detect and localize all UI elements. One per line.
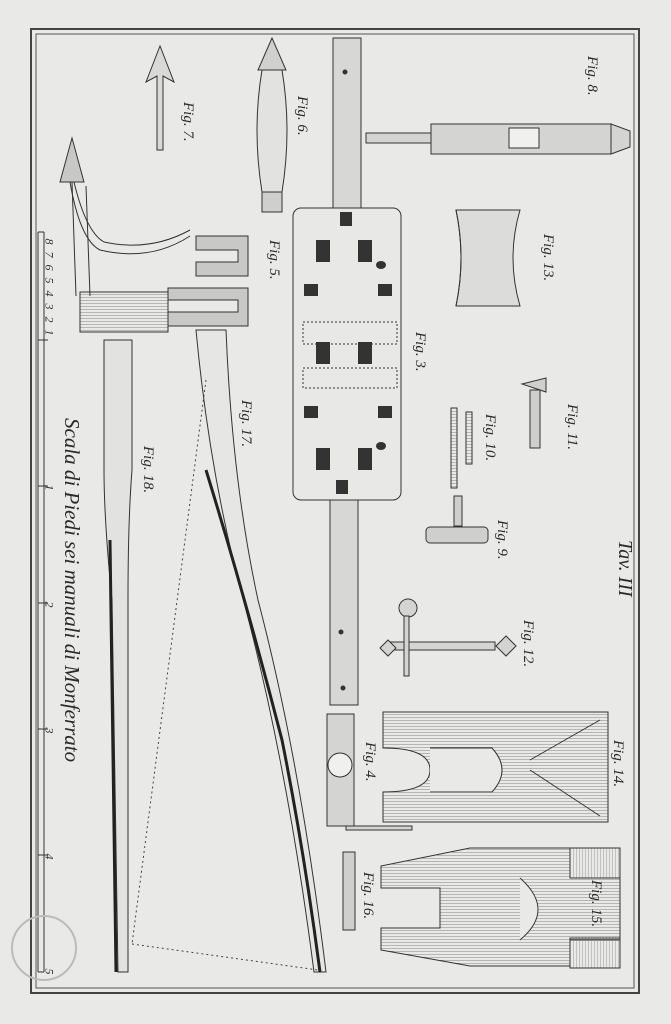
plate-inner-border <box>35 33 635 989</box>
fig3-label: Fig. 3. <box>412 332 428 372</box>
fig10-label: Fig. 10. <box>482 414 498 462</box>
fig12-label: Fig. 12. <box>520 620 536 668</box>
fig17-beam-drawing <box>131 329 327 973</box>
fig11-label: Fig. 11. <box>564 404 580 450</box>
fig7-arrow-drawing <box>145 44 175 151</box>
fig12-drawing <box>379 598 517 677</box>
plate-title: Tav. III <box>614 540 636 597</box>
fig9-drawing <box>425 495 489 544</box>
fig16-drawing <box>342 851 356 931</box>
scale-major-tick-2: 2 <box>42 601 57 608</box>
fig18-beam-drawing <box>103 339 133 973</box>
scale-small-tick-8: 8 <box>42 238 57 245</box>
scale-major-tick-3: 3 <box>42 727 57 734</box>
scale-small-tick-3: 3 <box>42 303 57 310</box>
fig18-label: Fig. 18. <box>140 446 156 494</box>
scale-major-tick-5: 5 <box>42 968 57 975</box>
scale-small-tick-1: 1 <box>42 329 57 336</box>
scale-small-tick-6: 6 <box>42 264 57 271</box>
fig3-shaft-drawing <box>292 37 402 706</box>
fig13-label: Fig. 13. <box>540 234 556 282</box>
fig14-drawing <box>382 711 609 823</box>
fig4-label: Fig. 4. <box>362 742 378 782</box>
fig14-label: Fig. 14. <box>610 740 626 788</box>
scale-small-tick-5: 5 <box>42 277 57 284</box>
bow-arrow-drawing <box>59 136 191 297</box>
fig9-label: Fig. 9. <box>494 520 510 560</box>
fig6-piece-drawing <box>256 36 288 213</box>
fig6-label: Fig. 6. <box>294 96 310 136</box>
fig5-drawing <box>79 235 249 333</box>
scale-caption: Scala di Piedi sei manuali di Monferrato <box>60 418 84 763</box>
fig13-drawing <box>455 209 521 307</box>
fig8-drawing <box>365 123 631 155</box>
scale-bar <box>37 231 48 973</box>
fig15-label: Fig. 15. <box>588 880 604 928</box>
scale-major-tick-4: 4 <box>42 853 57 860</box>
fig11-drawing <box>520 377 547 449</box>
scale-major-tick-1: 1 <box>42 484 57 491</box>
fig16-label: Fig. 16. <box>360 872 376 920</box>
fig17-label: Fig. 17. <box>238 400 254 448</box>
fig4-drawing <box>326 713 413 831</box>
scale-small-tick-2: 2 <box>42 316 57 323</box>
fig8-label: Fig. 8. <box>584 56 600 96</box>
fig10-drawing <box>450 407 473 489</box>
fig7-label: Fig. 7. <box>180 102 196 142</box>
scale-small-tick-7: 7 <box>42 251 57 258</box>
fig15-drawing <box>380 847 621 969</box>
library-stamp <box>11 915 77 981</box>
fig5-label: Fig. 5. <box>266 240 282 280</box>
plate-outer-border <box>30 28 640 994</box>
scale-small-tick-4: 4 <box>42 290 57 297</box>
